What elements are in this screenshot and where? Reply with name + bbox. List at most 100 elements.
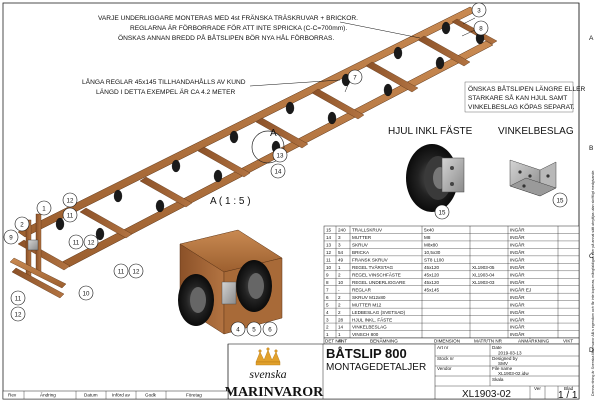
svg-text:1: 1 (42, 205, 46, 212)
bom-cell-det: 8 (326, 280, 329, 285)
date-label: Date (492, 345, 502, 350)
scale-label: Skala (492, 377, 504, 382)
balloon-15-bracket: 15 (552, 192, 568, 208)
bom-cell-dim: 45x120 (424, 272, 440, 277)
bom-cell-name: TRALLSKRUV (352, 228, 383, 233)
bom-cell-name: HJUL INKL. FÄSTE (352, 316, 392, 322)
bom-cell-qty: 3 (338, 243, 341, 248)
middle-note: LÅNGA REGLAR 45x145 TILLHANDAHÅLLS AV KU… (82, 77, 341, 96)
bom-cell-name: SKRUV (352, 243, 369, 248)
frame-row-letters: A B C D (589, 35, 594, 354)
bom-cell-name: MUTTER (352, 235, 372, 240)
bom-cell-name: MUTTER M12 (352, 302, 382, 307)
right-note-line-1: ÖNSKAS BÅTSLIPEN LÄNGRE ELLER (468, 84, 586, 93)
balloon-3: 3 (462, 2, 487, 25)
svg-text:14: 14 (275, 168, 282, 175)
bom-cell-mat: XL1903-05 (472, 265, 495, 270)
bom-cell-note: INGÅR (510, 294, 525, 300)
balloon-9: 9 (3, 229, 19, 245)
bom-cell-det: 13 (326, 243, 332, 248)
bom-cell-qty: 240 (338, 228, 346, 233)
cross-sleepers (17, 18, 498, 271)
middle-note-line-1: LÅNGA REGLAR 45x145 TILLHANDAHÅLLS AV KU… (82, 77, 246, 86)
balloon-14: 14 (270, 163, 286, 179)
balloon-2: 2 (14, 216, 30, 232)
bom-cell-qty: 2 (338, 295, 341, 300)
designer-label: Designed by (492, 356, 518, 361)
bom-header-name: BENÄMNING (370, 338, 398, 344)
bom-cell-name: BRICKA (352, 250, 370, 255)
balloon-10: 10 (78, 285, 94, 301)
bom-cell-qty: 2 (338, 310, 341, 315)
detail-a-marker: A (270, 128, 277, 139)
bom-cell-dim: M8x80 (424, 243, 438, 248)
bom-cell-note: INGÅR (510, 234, 525, 240)
cross-brace-lower (11, 267, 65, 299)
balloon-12-c: 12 (128, 263, 144, 279)
svg-text:2: 2 (20, 221, 24, 228)
top-note-line-1: VARJE UNDERLIGGARE MONTERAS MED 4st FRÄN… (98, 14, 358, 22)
angle-bracket (509, 159, 557, 197)
frame-row-c: C (589, 253, 594, 260)
logo-name: MARINVAROR (225, 385, 324, 400)
bom-cell-note: INGÅR (510, 301, 525, 307)
balloon-11-d: 11 (10, 290, 26, 306)
bom-cell-det: 5 (326, 302, 329, 307)
right-note-box (464, 81, 574, 113)
revision-table: Rev Ändring Datum Införd av Godk Företag (2, 390, 229, 400)
company-logo: svenska MARINVAROR (225, 347, 324, 400)
bom-cell-dim: 45x120 (424, 280, 440, 285)
svg-text:12: 12 (133, 268, 140, 275)
drawing-subtitle: MONTAGEDETALJER (326, 362, 426, 373)
drawing-number: XL1903-02 (462, 389, 511, 400)
detail-a-circle (251, 130, 285, 164)
bom-cell-name: VINSCH 800 (352, 332, 379, 337)
bom-cell-mat: XL1903-04 (472, 272, 495, 277)
bom-cell-name: REGLAR (352, 287, 372, 292)
right-note-line-2: STARKARE SÅ KAN HJUL SAMT (468, 93, 567, 102)
bom-cell-name: VINKELBESLAG (352, 325, 387, 330)
bom-cell-qty: 2 (338, 302, 341, 307)
art-label: Art nr (437, 345, 449, 350)
svg-text:4: 4 (236, 326, 240, 333)
side-copyright-note: Denna ritning är Svenska Marinvaror AB:s… (591, 170, 595, 396)
crown-icon (255, 347, 281, 366)
bom-cell-det: 2 (326, 325, 329, 330)
svg-text:11: 11 (118, 268, 125, 275)
bom-cell-det: 1 (326, 332, 329, 337)
frame-row-a: A (589, 35, 594, 42)
detail-view-label: A ( 1 : 5 ) (210, 196, 251, 207)
bom-cell-note: INGÅR (510, 249, 525, 255)
frame-row-d: D (589, 347, 594, 354)
svg-text:15: 15 (557, 197, 564, 204)
svg-text:12: 12 (67, 197, 74, 204)
bom-cell-note: INGÅR (510, 271, 525, 277)
file-value: XL1903-02.idw (498, 371, 529, 376)
bom-cell-dim: M8 (424, 235, 431, 240)
bom-header-note: ANMÄRKNING (518, 338, 550, 344)
bom-cell-det: 15 (326, 228, 332, 233)
svg-text:5: 5 (252, 326, 256, 333)
bom-cell-qty: 10 (338, 280, 344, 285)
bom-cell-note: INGÅR (510, 264, 525, 270)
svg-text:10: 10 (83, 290, 90, 297)
rev-header-approved: Godk (145, 393, 157, 398)
balloon-13: 13 (272, 147, 288, 163)
svg-text:11: 11 (15, 295, 22, 302)
rev-header-date: Datum (84, 393, 98, 398)
bom-cell-qty: 3 (338, 235, 341, 240)
bom-cell-mat: XL1903-03 (472, 280, 495, 285)
bom-cell-note: INGÅR (510, 257, 525, 263)
bom-cell-det: 3 (326, 317, 329, 322)
sheet-label: Blad (564, 386, 574, 391)
bom-cell-qty: 54 (338, 250, 344, 255)
file-label: File name (492, 366, 513, 371)
bom-cell-det: 10 (326, 265, 332, 270)
bom-cell-det: 14 (326, 235, 332, 240)
rev-header-company: Företag (186, 393, 202, 398)
balloon-15-wheel: 15 (434, 204, 450, 220)
bom-cell-note: INGÅR (510, 227, 525, 233)
bom-cell-note: INGÅR (510, 324, 525, 330)
stock-label: Stock nr (437, 356, 454, 361)
